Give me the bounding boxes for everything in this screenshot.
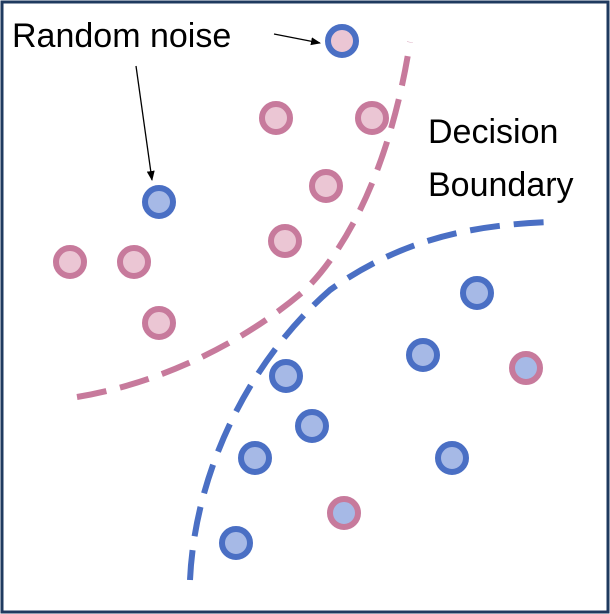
random-noise-label: Random noise bbox=[12, 17, 231, 55]
blue-point bbox=[269, 359, 303, 393]
blue-point bbox=[238, 441, 272, 475]
pink-point bbox=[53, 245, 87, 279]
pink-point bbox=[142, 306, 176, 340]
pink-point bbox=[309, 169, 343, 203]
decision-boundary-label-line2: Boundary bbox=[428, 166, 574, 204]
pink-point bbox=[259, 101, 293, 135]
noise-arrow-down bbox=[135, 65, 155, 181]
blue-decision-boundary bbox=[187, 219, 551, 581]
pink-point bbox=[117, 245, 151, 279]
pink-points bbox=[53, 101, 389, 340]
decision-boundary-label-line1: Decision bbox=[428, 113, 558, 151]
blue-point bbox=[460, 276, 494, 310]
noise-point-pink-ring bbox=[509, 351, 543, 385]
noise-point-blue-ring bbox=[142, 185, 176, 219]
blue-point bbox=[406, 338, 440, 372]
blue-point bbox=[295, 409, 329, 443]
noise-arrow-right bbox=[273, 33, 321, 46]
blue-point bbox=[435, 441, 469, 475]
noise-points bbox=[142, 24, 543, 530]
pink-decision-boundary bbox=[76, 41, 413, 400]
noise-point-pink-ring bbox=[327, 496, 361, 530]
blue-points bbox=[219, 276, 494, 560]
noise-point-blue-ring bbox=[325, 24, 359, 58]
pink-point bbox=[355, 101, 389, 135]
pink-point bbox=[268, 224, 302, 258]
blue-point bbox=[219, 526, 253, 560]
